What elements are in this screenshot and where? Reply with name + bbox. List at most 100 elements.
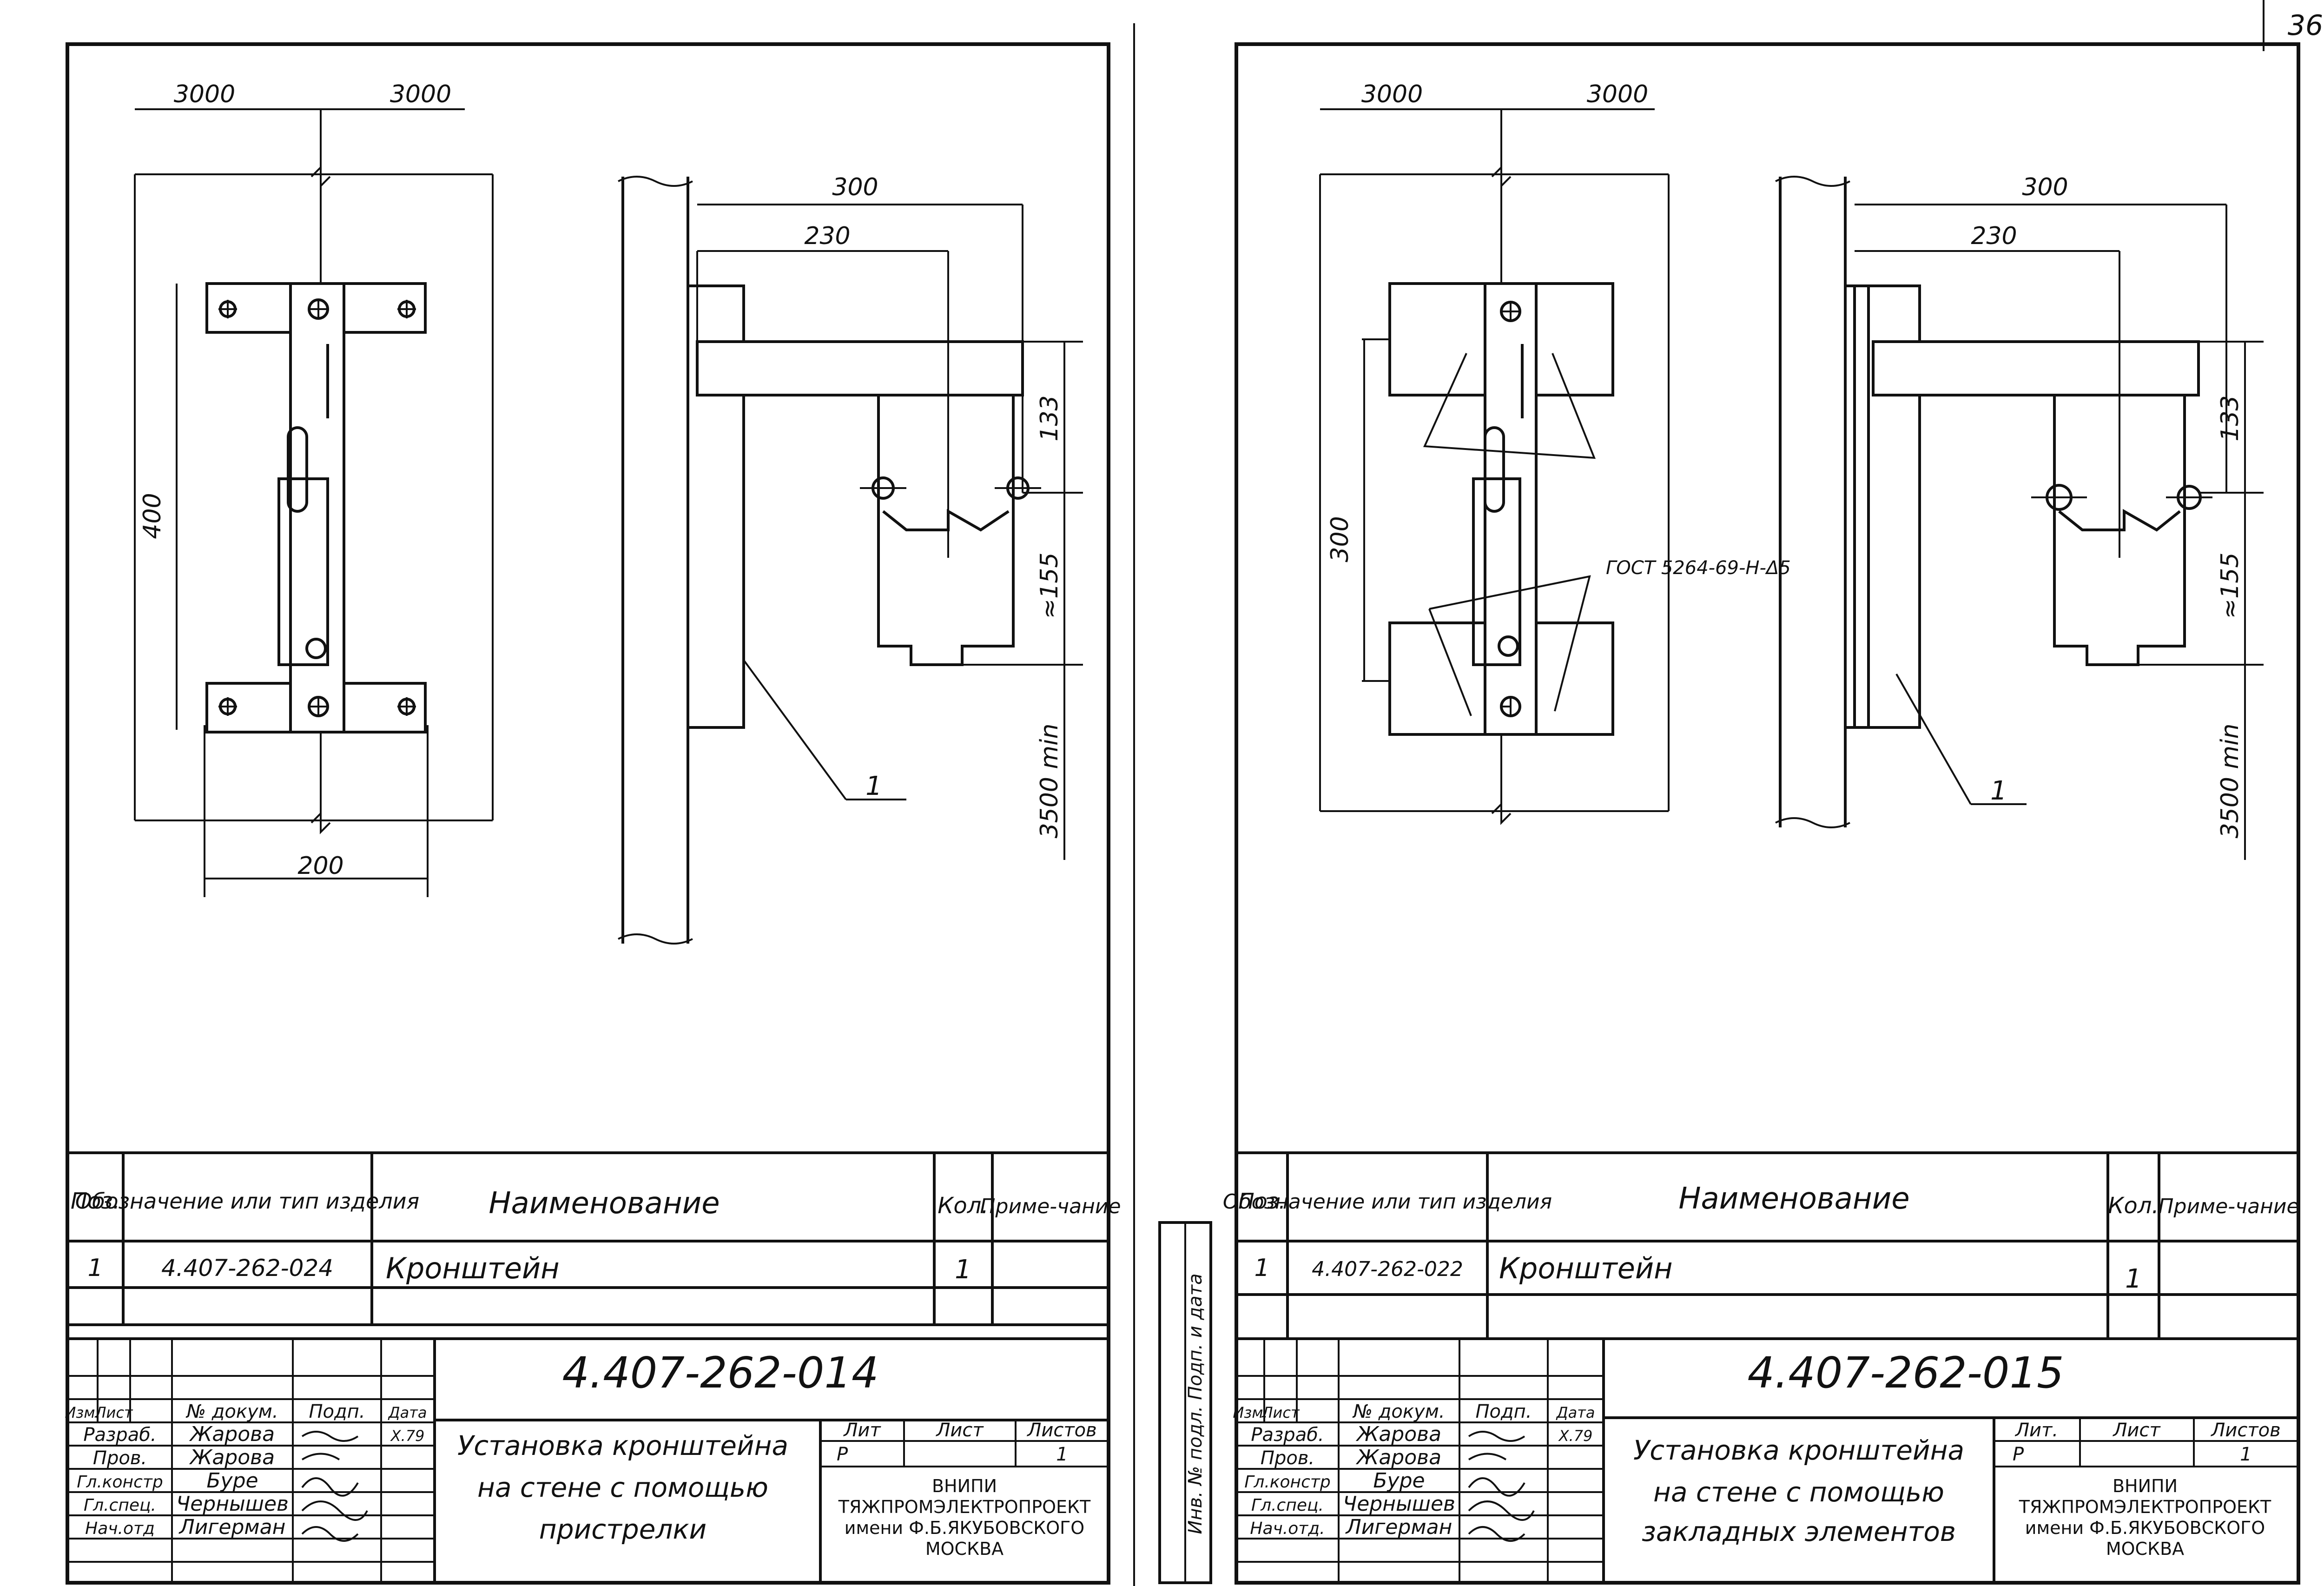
left-front-view: 3000 3000 400 200 bbox=[134, 80, 494, 897]
org-line-3: имени Ф.Б.ЯКУБОВСКОГО bbox=[845, 1518, 1084, 1538]
r-role-0: Разраб. bbox=[1251, 1424, 1324, 1446]
r-row-qty: 1 bbox=[2125, 1264, 2142, 1294]
r-dim-height-plate: 300 bbox=[1326, 516, 1354, 562]
name-0: Жарова bbox=[189, 1422, 275, 1446]
r-col-designation: Обозначение или тип изделия bbox=[1223, 1190, 1552, 1214]
row-designation: 4.407-262-024 bbox=[161, 1255, 333, 1282]
side-stamp-text: Инв. № подл. Подп. и дата bbox=[1185, 1273, 1206, 1534]
r-dim-v-3500: 3500 min bbox=[2216, 724, 2244, 839]
dim-plate-width: 200 bbox=[297, 852, 343, 880]
dim-bracket-230: 230 bbox=[804, 222, 850, 250]
right-spec-table: Поз. Обозначение или тип изделия Наимено… bbox=[1223, 1151, 2300, 1340]
r-name-0: Жарова bbox=[1355, 1422, 1441, 1446]
name-3: Чернышев bbox=[176, 1492, 289, 1516]
weld-note: ГОСТ 5264-69-Н-Δ5 bbox=[1606, 557, 1791, 579]
hdr-list: Лист bbox=[94, 1404, 133, 1421]
r-role-4: Нач.отд. bbox=[1250, 1519, 1325, 1538]
col-qty: Кол. bbox=[938, 1193, 988, 1219]
r-name-1: Жарова bbox=[1355, 1446, 1441, 1469]
r-row-designation: 4.407-262-022 bbox=[1312, 1257, 1463, 1281]
r-title-line-3: закладных элементов bbox=[1642, 1516, 1956, 1547]
left-title-block: 4.407-262-014 Установка кронштейна на ст… bbox=[65, 1337, 1110, 1584]
org-line-2: ТЯЖПРОМЭЛЕКТРОПРОЕКТ bbox=[838, 1497, 1091, 1517]
page-number: 36 bbox=[2288, 9, 2323, 42]
name-2: Буре bbox=[206, 1469, 258, 1493]
date-0: Х.79 bbox=[390, 1427, 425, 1445]
col-pos: Поз. bbox=[71, 1188, 120, 1214]
r-listov-label: Листов bbox=[2210, 1420, 2280, 1441]
r-hdr-list: Лист bbox=[1261, 1404, 1300, 1421]
dim-height-plate: 400 bbox=[139, 493, 166, 539]
left-sheet: 3000 3000 400 200 bbox=[65, 42, 1121, 1585]
listov-label: Листов bbox=[1026, 1420, 1096, 1441]
r-dim-bracket-300: 300 bbox=[2022, 173, 2068, 201]
r-hdr-ndoc: № докум. bbox=[1352, 1401, 1445, 1422]
row-pos: 1 bbox=[87, 1254, 103, 1282]
r-name-3: Чернышев bbox=[1343, 1492, 1455, 1516]
listov-value: 1 bbox=[1056, 1444, 1068, 1465]
r-lit-label: Лит. bbox=[2014, 1420, 2058, 1441]
drawing-code: 4.407-262-014 bbox=[562, 1348, 879, 1398]
r-dim-half-right: 3000 bbox=[1587, 80, 1648, 108]
r-col-pos: Поз. bbox=[1238, 1189, 1286, 1214]
r-role-3: Гл.спец. bbox=[1251, 1496, 1324, 1515]
right-sheet: 3000 3000 300 ГОСТ 5264-69-Н-Δ5 bbox=[1158, 42, 2300, 1585]
r-dim-v-155: ≈155 bbox=[2216, 553, 2244, 619]
r-date-0: Х.79 bbox=[1558, 1427, 1593, 1445]
callout-1: 1 bbox=[865, 771, 882, 801]
dim-bracket-300: 300 bbox=[832, 173, 878, 201]
col-note: Приме-чание bbox=[980, 1195, 1121, 1218]
dim-v-133: 133 bbox=[1036, 395, 1063, 441]
role-4: Нач.отд bbox=[85, 1519, 155, 1538]
dim-half-right: 3000 bbox=[390, 80, 451, 108]
r-hdr-podp: Подп. bbox=[1475, 1401, 1532, 1422]
hdr-data: Дата bbox=[388, 1404, 427, 1421]
side-stamp: Инв. № подл. Подп. и дата bbox=[1158, 1221, 1212, 1584]
role-2: Гл.констр bbox=[77, 1473, 163, 1492]
hdr-izm: Изм. bbox=[65, 1404, 99, 1421]
list-label: Лист bbox=[935, 1420, 984, 1441]
org-line-4: МОСКВА bbox=[925, 1539, 1004, 1559]
row-name: Кронштейн bbox=[386, 1251, 560, 1285]
r-org-line-1: ВНИПИ bbox=[2113, 1476, 2178, 1496]
r-row-name: Кронштейн bbox=[1499, 1251, 1673, 1285]
role-3: Гл.спец. bbox=[84, 1496, 156, 1515]
col-name: Наименование bbox=[489, 1186, 720, 1221]
hdr-ndoc: № докум. bbox=[185, 1401, 278, 1422]
right-side-view: 300 230 133 ≈155 3500 min 1 bbox=[1775, 173, 2264, 860]
dim-v-3500: 3500 min bbox=[1036, 724, 1063, 839]
title-line-3: пристрелки bbox=[539, 1513, 706, 1545]
r-col-qty: Кол. bbox=[2108, 1193, 2159, 1219]
title-line-1: Установка кронштейна bbox=[457, 1430, 788, 1461]
r-dim-bracket-230: 230 bbox=[1971, 222, 2017, 250]
r-list-label: Лист bbox=[2112, 1420, 2161, 1441]
r-listov-value: 1 bbox=[2240, 1444, 2251, 1465]
role-1: Пров. bbox=[93, 1447, 147, 1469]
hdr-podp: Подп. bbox=[309, 1401, 365, 1422]
r-callout-1: 1 bbox=[1990, 776, 2007, 806]
r-org-line-4: МОСКВА bbox=[2106, 1539, 2184, 1559]
r-org-line-2: ТЯЖПРОМЭЛЕКТРОПРОЕКТ bbox=[2019, 1497, 2271, 1517]
title-line-2: на стене с помощью bbox=[477, 1472, 768, 1503]
r-dim-v-133: 133 bbox=[2216, 395, 2244, 441]
r-title-line-2: на стене с помощью bbox=[1653, 1476, 1944, 1508]
r-role-1: Пров. bbox=[1261, 1447, 1314, 1469]
col-designation: Обозначение или тип изделия bbox=[75, 1189, 419, 1214]
left-spec-table: Поз. Обозначение или тип изделия Наимено… bbox=[66, 1151, 1121, 1326]
r-hdr-data: Дата bbox=[1556, 1404, 1595, 1421]
lit-label: Лит bbox=[843, 1420, 881, 1441]
dim-v-155: ≈155 bbox=[1036, 553, 1063, 619]
r-name-2: Буре bbox=[1373, 1469, 1425, 1493]
lit-value: Р bbox=[837, 1444, 848, 1465]
r-drawing-code: 4.407-262-015 bbox=[1748, 1348, 2064, 1398]
left-side-view: 300 230 133 ≈155 3500 min 1 bbox=[618, 173, 1083, 945]
r-row-pos: 1 bbox=[1254, 1254, 1269, 1282]
r-col-name: Наименование bbox=[1678, 1182, 1909, 1216]
r-name-4: Лигерман bbox=[1345, 1515, 1452, 1539]
r-hdr-izm: Изм. bbox=[1233, 1404, 1268, 1421]
right-front-view: 3000 3000 300 ГОСТ 5264-69-Н-Δ5 bbox=[1319, 80, 1791, 825]
row-qty: 1 bbox=[955, 1255, 971, 1285]
role-0: Разраб. bbox=[83, 1424, 156, 1446]
r-role-2: Гл.констр bbox=[1244, 1473, 1330, 1492]
